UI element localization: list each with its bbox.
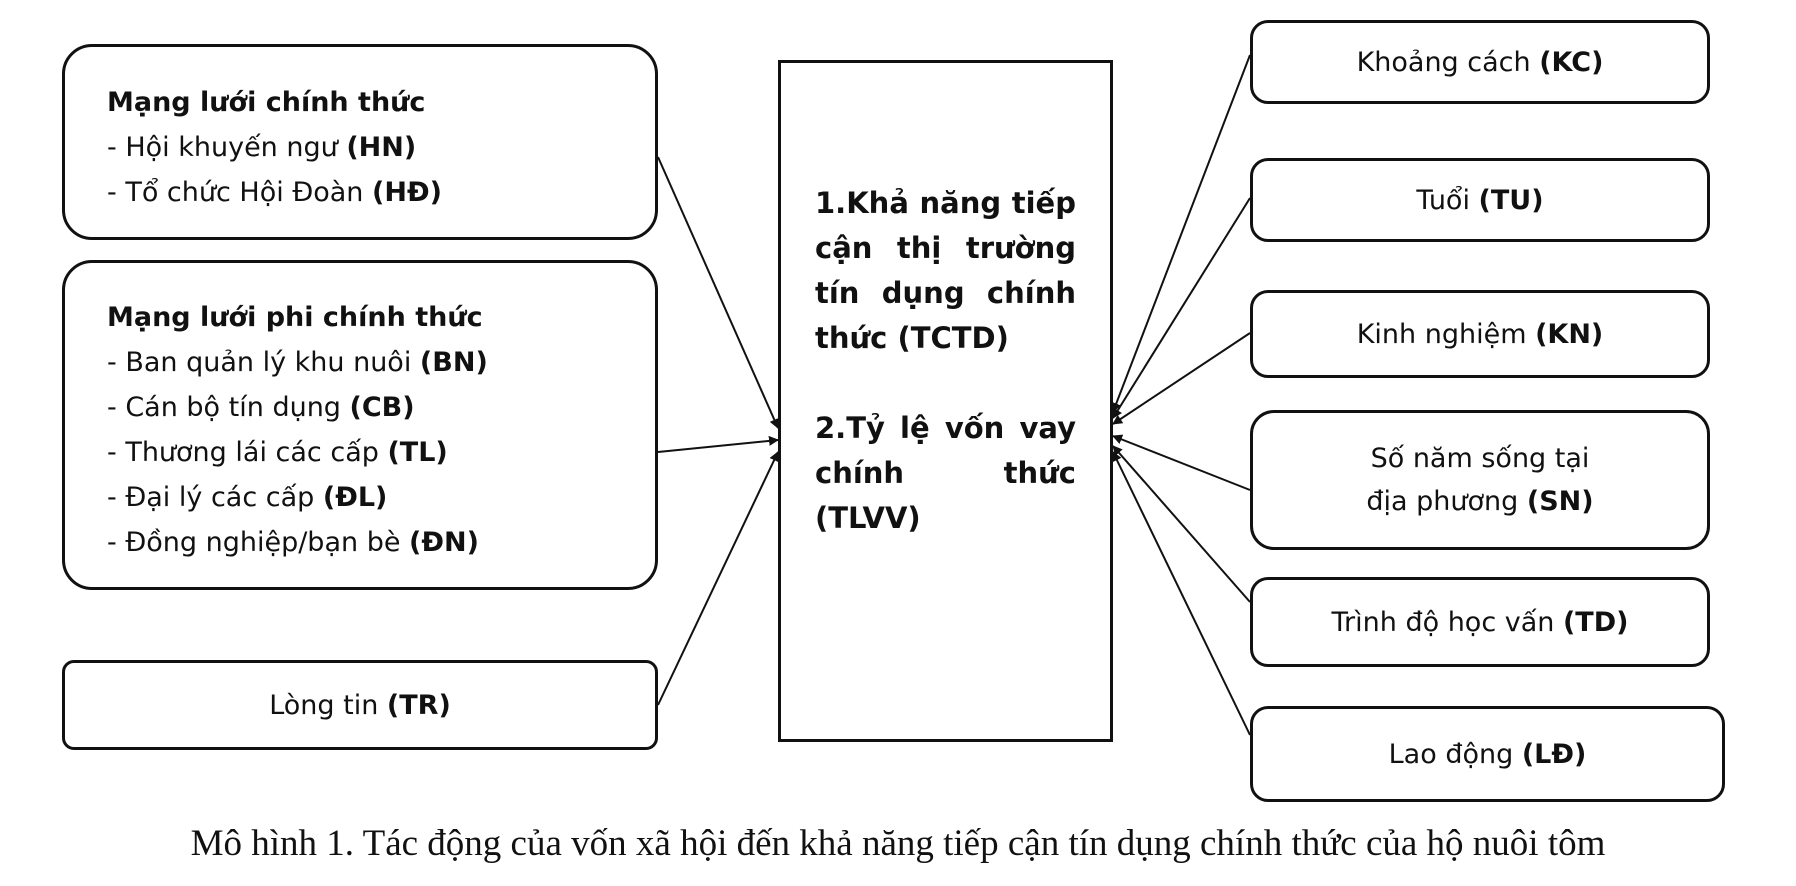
trust-box: Lòng tin (TR) [62, 660, 658, 750]
informal-network-item: - Cán bộ tín dụng (CB) [107, 392, 415, 423]
formal-network-item: - Tổ chức Hội Đoàn (HĐ) [107, 177, 442, 208]
informal-network-item: - Đại lý các cấp (ĐL) [107, 482, 388, 513]
informal-network-item: - Đồng nghiệp/bạn bè (ĐN) [107, 527, 479, 558]
arrow-trust-to-center [657, 451, 779, 706]
outcome-box: 1.Khả năng tiếp cận thị trường tín dụng … [778, 60, 1113, 742]
arrow-sn-to-center [1112, 434, 1251, 491]
factor-box-tu: Tuổi (TU) [1250, 158, 1710, 242]
informal-network-box: Mạng lưới phi chính thức - Ban quản lý k… [62, 260, 658, 590]
informal-network-item: - Ban quản lý khu nuôi (BN) [107, 347, 488, 378]
informal-network-item: - Thương lái các cấp (TL) [107, 437, 448, 468]
arrow-td-to-center [1112, 445, 1251, 603]
arrow-informal-to-center [657, 435, 779, 453]
formal-network-box: Mạng lưới chính thức - Hội khuyến ngư (H… [62, 44, 658, 240]
factor-box-ld: Lao động (LĐ) [1250, 706, 1725, 802]
factor-box-kc: Khoảng cách (KC) [1250, 20, 1710, 104]
figure-caption: Mô hình 1. Tác động của vốn xã hội đến k… [190, 823, 1606, 864]
arrow-formal-to-center [657, 156, 779, 429]
arrow-ld-to-center [1112, 451, 1251, 736]
outcome-tlvv: 2.Tỷ lệ vốn vay chính thức (TLVV) [815, 411, 1076, 535]
formal-network-item: - Hội khuyến ngư (HN) [107, 132, 417, 163]
formal-network-title: Mạng lưới chính thức [107, 87, 426, 118]
arrow-kc-to-center [1111, 54, 1251, 413]
factor-box-sn: Số năm sống tại địa phương (SN) [1250, 410, 1710, 550]
arrow-kn-to-center [1112, 332, 1251, 425]
arrow-tu-to-center [1112, 197, 1251, 419]
factor-box-kn: Kinh nghiệm (KN) [1250, 290, 1710, 378]
informal-network-title: Mạng lưới phi chính thức [107, 302, 483, 333]
factor-box-td: Trình độ học vấn (TD) [1250, 577, 1710, 667]
trust-label: Lòng tin (TR) [269, 689, 451, 721]
outcome-tctd: 1.Khả năng tiếp cận thị trường tín dụng … [815, 186, 1076, 355]
